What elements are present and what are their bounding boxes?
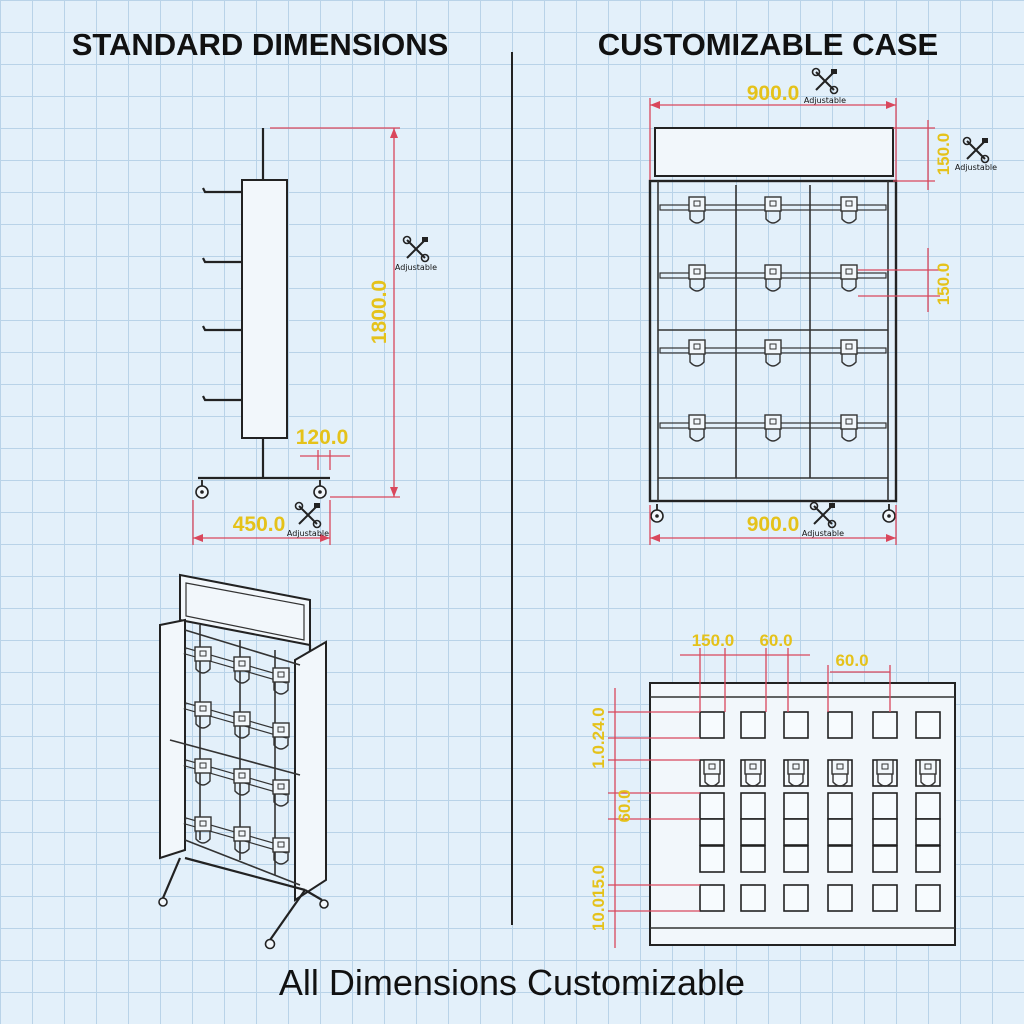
top-width-dim-text: 900.0	[747, 82, 800, 105]
wrench-screwdriver-icon	[809, 501, 837, 529]
bottom-width-dim-text: 900.0	[747, 513, 800, 536]
panel-col-c-text: 60.0	[835, 651, 868, 670]
wrench-screwdriver-icon	[962, 136, 990, 164]
footer-caption: All Dimensions Customizable	[279, 962, 745, 1003]
row-pitch-dim-text: 150.0	[934, 263, 953, 306]
row-pitch-dimension: 150.0	[858, 248, 953, 312]
adjustable-label: Adjustable	[955, 163, 997, 172]
hook-offset-dimension: 120.0	[296, 426, 350, 470]
isometric-view	[158, 573, 329, 950]
custom-front-view	[648, 127, 898, 523]
panel-row-a-text: 1.0.24.0	[589, 707, 608, 768]
wrench-screwdriver-icon	[294, 501, 322, 529]
header-height-dimension: 150.0	[893, 120, 953, 190]
panel-row-dimensions: 1.0.24.0 60.0 10.015.0	[589, 688, 700, 948]
adjustable-label: Adjustable	[287, 529, 329, 538]
height-dimension: 1800.0	[270, 127, 400, 498]
panel-column-dimensions: 150.0 60.0 60.0	[680, 631, 891, 712]
top-width-dimension: 900.0	[649, 82, 897, 180]
wrench-screwdriver-icon	[402, 235, 430, 263]
base-width-dim-text: 450.0	[233, 513, 286, 536]
adjustable-badge-bottom: Adjustable	[802, 501, 844, 538]
adjustable-badge-height: Adjustable	[395, 235, 437, 272]
base-width-dimension: 450.0	[192, 500, 331, 545]
wrench-screwdriver-icon	[811, 67, 839, 95]
adjustable-label: Adjustable	[802, 529, 844, 538]
left-title: STANDARD DIMENSIONS	[72, 27, 449, 62]
panel-col-b-text: 60.0	[759, 631, 792, 650]
adjustable-label: Adjustable	[395, 263, 437, 272]
right-title: CUSTOMIZABLE CASE	[598, 27, 938, 62]
height-dim-text: 1800.0	[368, 280, 391, 344]
bottom-width-dimension: 900.0	[649, 505, 897, 545]
adjustable-badge-header: Adjustable	[955, 136, 997, 172]
panel-row-b-text: 60.0	[615, 789, 634, 822]
perforated-panel-view	[649, 682, 956, 946]
panel-row-c-text: 10.015.0	[589, 865, 608, 931]
adjustable-badge-base: Adjustable	[287, 501, 329, 538]
panel-col-a-text: 150.0	[692, 631, 735, 650]
hook-offset-dim-text: 120.0	[296, 426, 349, 449]
adjustable-label: Adjustable	[804, 96, 846, 105]
adjustable-badge-top: Adjustable	[804, 67, 846, 105]
standard-side-view	[195, 128, 330, 499]
header-height-dim-text: 150.0	[934, 133, 953, 176]
